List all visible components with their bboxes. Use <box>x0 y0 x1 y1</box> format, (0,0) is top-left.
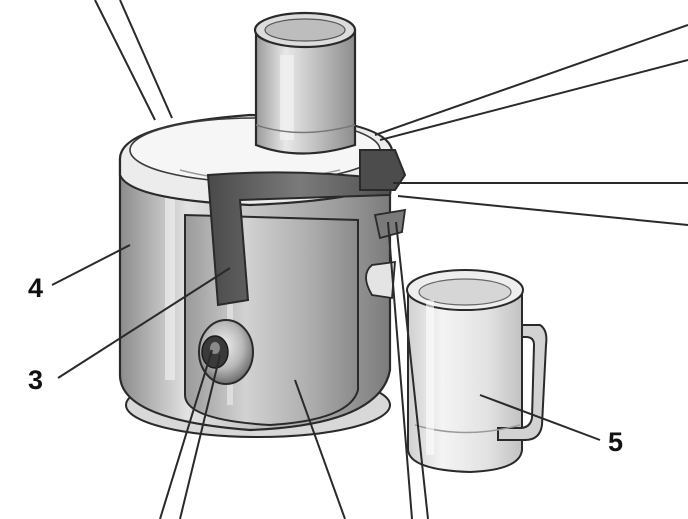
leader-line <box>52 245 130 285</box>
callout-label-5: 5 <box>608 429 623 456</box>
callout-label-4: 4 <box>28 275 43 302</box>
callout-label-3: 3 <box>28 367 43 394</box>
leader-line <box>398 196 688 225</box>
leader-line <box>380 60 688 140</box>
leader-line <box>375 25 688 135</box>
juice-jug <box>407 270 546 472</box>
food-pusher <box>255 13 355 154</box>
speed-knob <box>199 320 253 384</box>
